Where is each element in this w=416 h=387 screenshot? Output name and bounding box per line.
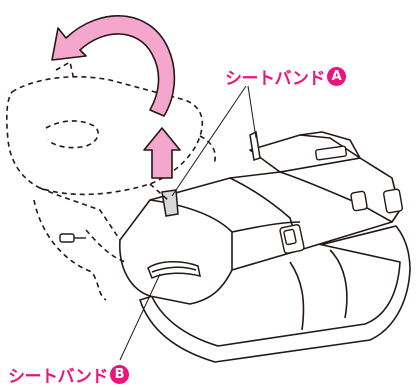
seat-band-b-badge: B	[110, 365, 129, 384]
seat-band-b-text: シートバンド	[8, 362, 108, 387]
seat-band-a-badge: A	[327, 67, 346, 86]
seat-band-a-label: シートバンド A	[225, 64, 346, 89]
seat-band-b-label: シートバンド B	[8, 362, 129, 387]
seat-band-a-text: シートバンド	[225, 64, 325, 89]
seat-side-bolt	[60, 234, 86, 242]
